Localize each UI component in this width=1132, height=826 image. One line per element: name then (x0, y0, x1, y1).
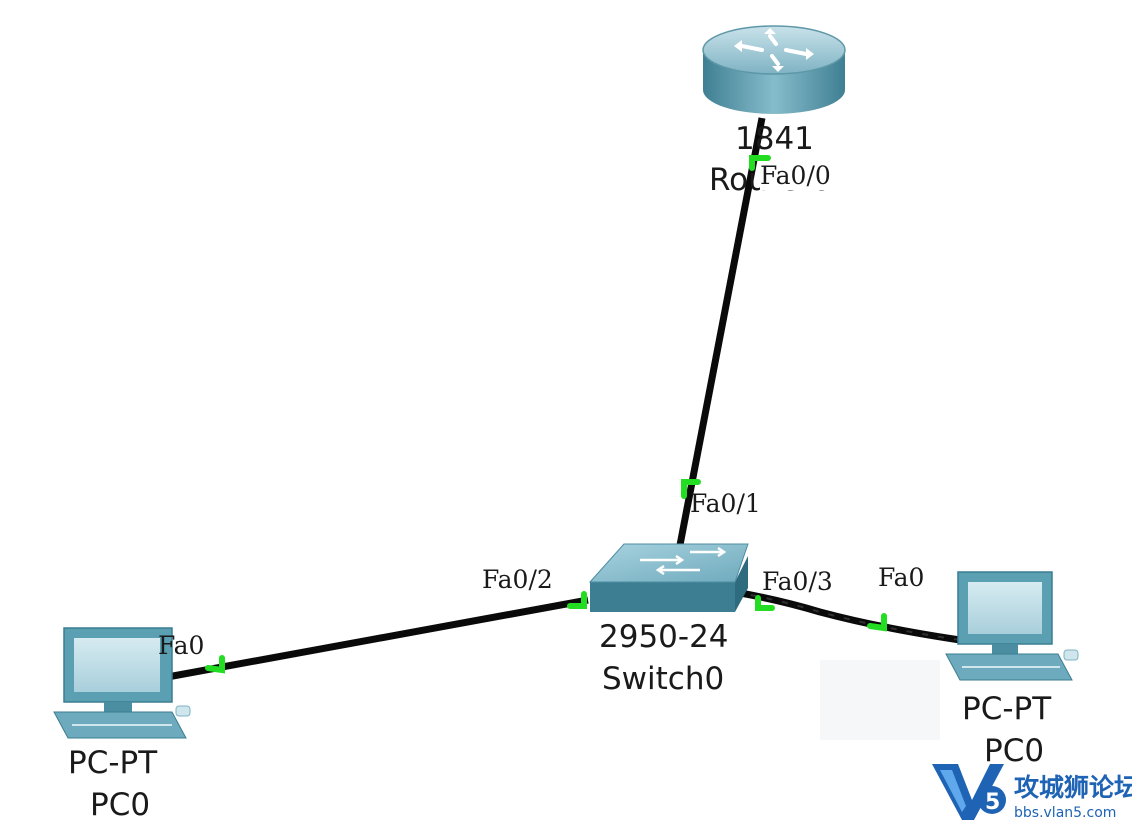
link-light-pc-left (205, 655, 225, 674)
switch-port-up-label: Fa0/1 (690, 489, 761, 518)
link-light-switch-left (567, 591, 587, 609)
watermark-url: bbs.vlan5.com (1014, 805, 1117, 821)
pc-left-icon[interactable] (53, 627, 191, 739)
watermark-title: 攻城狮论坛 (1014, 773, 1132, 802)
link-light-switch-right (755, 595, 775, 611)
link-light-router (749, 155, 771, 171)
svg-text:5: 5 (985, 790, 1000, 815)
pc-right-port-label: Fa0 (878, 563, 925, 592)
router-icon[interactable] (702, 25, 846, 114)
cable-router-switch[interactable] (676, 117, 766, 546)
pc-right-name-label: PC0 (984, 733, 1045, 769)
link-light-switch-up (681, 479, 701, 499)
switch-port-left-label: Fa0/2 (482, 565, 553, 594)
cable-switch-pc-left[interactable] (161, 596, 589, 682)
pc-left-port-label: Fa0 (158, 631, 205, 660)
router-model-label: 1841 (735, 121, 814, 157)
switch-icon[interactable] (588, 543, 749, 612)
watermark-logo: 5 (932, 764, 1006, 820)
background-shade (820, 660, 940, 740)
switch-port-right-label: Fa0/3 (762, 567, 833, 596)
link-light-pc-right (867, 613, 887, 632)
router-port-label: Fa0/0 (760, 161, 831, 190)
pc-right-model-label: PC-PT (962, 691, 1052, 727)
pc-left-name-label: PC0 (90, 787, 151, 823)
switch-model-label: 2950-24 (599, 619, 729, 655)
cable-switch-pc-right[interactable] (734, 588, 961, 644)
pc-left-model-label: PC-PT (68, 745, 158, 781)
switch-name-label: Switch0 (602, 661, 725, 697)
pc-right-icon[interactable] (945, 571, 1079, 681)
